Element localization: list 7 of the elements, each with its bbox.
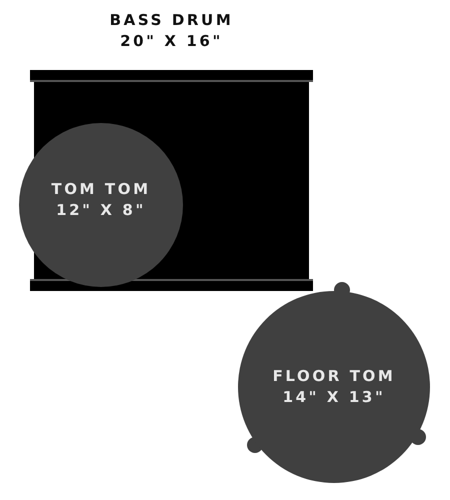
drum-name: FLOOR TOM: [272, 367, 396, 385]
drum-size: 14" X 13": [282, 388, 386, 406]
drum-size: 12" X 8": [56, 201, 146, 219]
drum-size: 20" X 16": [120, 32, 223, 50]
tom-tom-drum: [19, 123, 183, 287]
drum-name: BASS DRUM: [110, 11, 234, 29]
drum-name: TOM TOM: [51, 180, 151, 198]
